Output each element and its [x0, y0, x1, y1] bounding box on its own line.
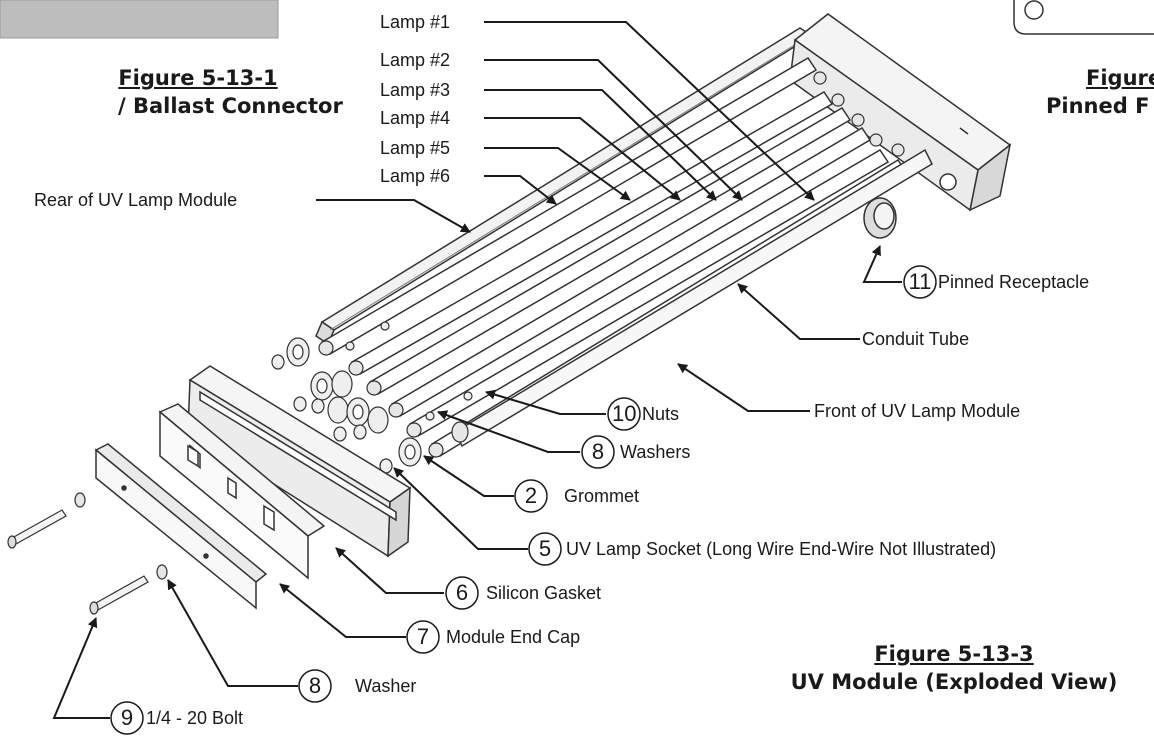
- callout-9-number: 9: [120, 705, 134, 730]
- callout-8b-text: Washer: [355, 676, 417, 696]
- lamp-module-housing: [315, 27, 814, 346]
- callout-8b-number: 8: [308, 673, 322, 698]
- callout-8-number: 8: [591, 439, 605, 464]
- callout-11-text: Pinned Receptacle: [938, 272, 1090, 292]
- rear-module-label: Rear of UV Lamp Module: [34, 190, 238, 210]
- lamp-4-label: Lamp #4: [380, 108, 451, 128]
- callout-7-text: Module End Cap: [446, 627, 581, 647]
- rear-end-box: [789, 13, 1012, 212]
- callout-10-number: 10: [612, 401, 637, 426]
- callout-6-text: Silicon Gasket: [486, 583, 602, 603]
- figure-right-title: Pinned F: [1046, 94, 1150, 119]
- module-end-cap: [94, 443, 268, 610]
- callout-5-text: UV Lamp Socket (Long Wire End-Wire Not I…: [566, 539, 997, 559]
- figure-5-13-3-title: UV Module (Exploded View): [790, 670, 1118, 695]
- leader-lines: [52, 21, 902, 719]
- figure-5-13-3-number: Figure 5-13-3: [874, 642, 1034, 666]
- silicon-gasket: [158, 403, 326, 580]
- callout-9-text: 1/4 - 20 Bolt: [146, 708, 244, 728]
- callout-8-text: Washers: [620, 442, 691, 462]
- figure-right-number: Figure: [1086, 66, 1154, 90]
- figure-5-13-1-caption: Figure 5-13-1 / Ballast Connector: [118, 64, 343, 121]
- callout-7-number: 7: [416, 624, 430, 649]
- callout-6-number: 6: [455, 580, 469, 605]
- figure-right-caption: Figure Pinned F: [1046, 64, 1154, 121]
- grommets-and-sockets: [271, 321, 473, 474]
- lamp-end-caps: [318, 71, 905, 458]
- figure-5-13-3-caption: Figure 5-13-3 UV Module (Exploded View): [754, 640, 1154, 697]
- callout-11-number: 11: [908, 269, 932, 294]
- right-figure-fragment: [1013, 0, 1154, 35]
- lamp-tubes: [320, 56, 933, 458]
- callout-10-text: Nuts: [642, 404, 680, 424]
- lamp-3-label: Lamp #3: [380, 80, 451, 100]
- bolts-and-washers: [7, 492, 168, 615]
- callout-2-text: Grommet: [564, 486, 640, 506]
- callout-circles: [110, 265, 937, 735]
- figure-5-13-1-title: / Ballast Connector: [118, 94, 343, 119]
- lamp-2-label: Lamp #2: [380, 50, 451, 70]
- figure-5-13-1-number: Figure 5-13-1: [118, 66, 278, 90]
- callout-2-number: 2: [524, 483, 538, 508]
- front-module-label: Front of UV Lamp Module: [814, 401, 1021, 421]
- lamp-5-label: Lamp #5: [380, 138, 451, 158]
- pinned-receptacle: [863, 197, 897, 239]
- callout-5-number: 5: [538, 536, 552, 561]
- lamp-6-label: Lamp #6: [380, 166, 451, 186]
- front-end-box: [187, 365, 412, 558]
- lamp-1-label: Lamp #1: [380, 12, 451, 32]
- conduit-tube-label: Conduit Tube: [862, 329, 970, 349]
- photo-fragment: [0, 0, 278, 38]
